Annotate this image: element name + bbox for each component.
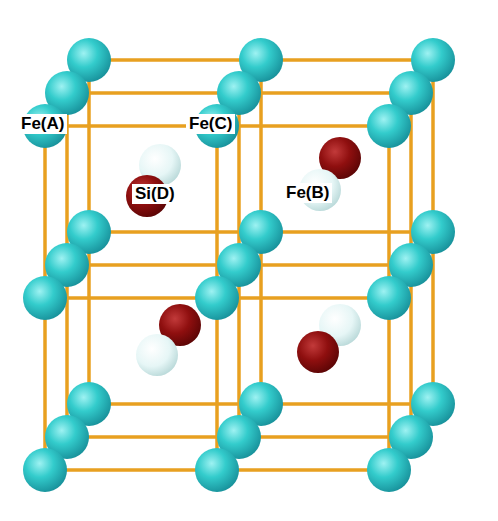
fe-atom — [367, 448, 411, 492]
bond-rod — [89, 402, 261, 406]
atom-label: Fe(A) — [18, 114, 67, 134]
bond-rod — [217, 468, 389, 472]
bond-rod — [239, 91, 411, 95]
bond-rod — [261, 58, 433, 62]
bond-rod — [239, 435, 411, 439]
bond-rod — [239, 263, 411, 267]
bond-rod — [89, 58, 261, 62]
fe-b-atom — [136, 334, 178, 376]
fe-atom — [367, 104, 411, 148]
bond-rod — [45, 468, 217, 472]
fe-atom — [195, 276, 239, 320]
fe-atom — [23, 448, 67, 492]
bond-rod — [217, 124, 389, 128]
fe-atom — [367, 276, 411, 320]
bond-rod — [45, 296, 217, 300]
bond-rod — [67, 263, 239, 267]
atom-label: Fe(C) — [186, 114, 235, 134]
bond-rod — [261, 230, 433, 234]
bond-rod — [67, 435, 239, 439]
bond-rod — [67, 91, 239, 95]
atom-label: Fe(B) — [283, 183, 332, 203]
bond-rod — [261, 402, 433, 406]
si-atom — [297, 331, 339, 373]
bond-rod — [217, 296, 389, 300]
fe-atom — [23, 276, 67, 320]
fe-atom — [195, 448, 239, 492]
bond-rod — [89, 230, 261, 234]
atom-label: Si(D) — [132, 184, 178, 204]
